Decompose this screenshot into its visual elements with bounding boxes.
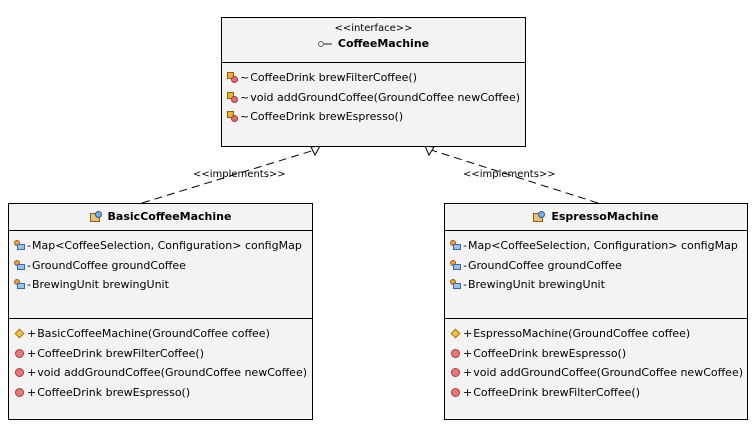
method-signature: CoffeeDrink brewFilterCoffee() [37, 346, 205, 360]
visibility: + [463, 346, 473, 360]
implements-label-basic: <<implements>> [193, 169, 286, 180]
constructor-icon [450, 328, 461, 339]
visibility: - [27, 239, 31, 253]
method-signature: void addGroundCoffee(GroundCoffee newCof… [250, 90, 521, 104]
field-icon [450, 259, 461, 271]
class-operations: + EspressoMachine(GroundCoffee coffee) +… [445, 319, 747, 402]
field-row[interactable]: - BrewingUnit brewingUnit [450, 275, 747, 295]
method-row[interactable]: ~ CoffeeDrink brewEspresso() [227, 107, 525, 127]
method-icon [14, 367, 25, 378]
class-espresso-machine[interactable]: EspressoMachine - Map<CoffeeSelection, C… [444, 203, 748, 420]
method-icon [14, 387, 25, 398]
field-row[interactable]: - BrewingUnit brewingUnit [14, 275, 312, 295]
implements-line-espresso [427, 148, 599, 204]
class-title: EspressoMachine [533, 209, 659, 225]
field-row[interactable]: - GroundCoffee groundCoffee [450, 256, 747, 276]
visibility: - [463, 239, 467, 253]
field-signature: BrewingUnit brewingUnit [31, 278, 169, 292]
method-row[interactable]: ~ void addGroundCoffee(GroundCoffee newC… [227, 88, 525, 108]
class-operations: + BasicCoffeeMachine(GroundCoffee coffee… [9, 319, 312, 402]
visibility: + [27, 327, 37, 341]
class-title: BasicCoffeeMachine [89, 209, 232, 225]
method-signature: void addGroundCoffee(GroundCoffee newCof… [473, 366, 744, 380]
field-row[interactable]: - Map<CoffeeSelection, Configuration> co… [450, 236, 747, 256]
visibility: + [27, 385, 37, 399]
field-icon [450, 279, 461, 290]
constructor-row[interactable]: + EspressoMachine(GroundCoffee coffee) [450, 324, 747, 344]
method-signature: CoffeeDrink brewEspresso() [473, 346, 627, 360]
class-name: BasicCoffeeMachine [107, 210, 232, 223]
class-basic-coffee-machine[interactable]: BasicCoffeeMachine - Map<CoffeeSelection… [8, 203, 313, 420]
method-signature: CoffeeDrink brewEspresso() [37, 385, 191, 399]
visibility: ~ [240, 90, 250, 104]
visibility: - [463, 258, 467, 272]
visibility: ~ [240, 110, 250, 124]
visibility: + [463, 385, 473, 399]
method-signature: void addGroundCoffee(GroundCoffee newCof… [37, 366, 308, 380]
class-icon [89, 211, 102, 223]
method-icon [450, 387, 461, 398]
method-icon [14, 348, 25, 359]
class-header: EspressoMachine [445, 204, 747, 231]
field-signature: Map<CoffeeSelection, Configuration> conf… [467, 239, 738, 253]
class-icon [533, 211, 546, 223]
constructor-signature: BasicCoffeeMachine(GroundCoffee coffee) [37, 327, 270, 341]
field-signature: Map<CoffeeSelection, Configuration> conf… [31, 239, 302, 253]
field-icon [14, 279, 25, 290]
field-signature: GroundCoffee groundCoffee [31, 258, 186, 272]
visibility: - [27, 278, 31, 292]
interface-stereotype: <<interface>> [334, 23, 413, 34]
method-row[interactable]: + CoffeeDrink brewFilterCoffee() [450, 383, 747, 403]
interface-header: <<interface>> CoffeeMachine [222, 18, 525, 63]
method-signature: CoffeeDrink brewEspresso() [250, 110, 404, 124]
visibility: + [27, 366, 37, 380]
method-row[interactable]: + CoffeeDrink brewFilterCoffee() [14, 344, 312, 364]
visibility: - [27, 258, 31, 272]
interface-methods: ~ CoffeeDrink brewFilterCoffee() ~ void … [222, 63, 525, 127]
method-row[interactable]: + void addGroundCoffee(GroundCoffee newC… [14, 363, 312, 383]
implements-label-espresso: <<implements>> [463, 169, 556, 180]
method-row[interactable]: ~ CoffeeDrink brewFilterCoffee() [227, 68, 525, 88]
method-signature: CoffeeDrink brewFilterCoffee() [250, 71, 418, 85]
method-icon [450, 367, 461, 378]
interface-icon [317, 40, 332, 48]
abstract-method-icon [227, 72, 238, 84]
constructor-row[interactable]: + BasicCoffeeMachine(GroundCoffee coffee… [14, 324, 312, 344]
visibility: + [463, 366, 473, 380]
interface-title: CoffeeMachine [317, 36, 430, 52]
method-row[interactable]: + CoffeeDrink brewEspresso() [450, 344, 747, 364]
abstract-method-icon [227, 91, 238, 103]
visibility: ~ [240, 71, 250, 85]
field-row[interactable]: - GroundCoffee groundCoffee [14, 256, 312, 276]
field-icon [450, 240, 461, 251]
method-icon [450, 348, 461, 359]
field-signature: GroundCoffee groundCoffee [467, 258, 622, 272]
constructor-signature: EspressoMachine(GroundCoffee coffee) [473, 327, 691, 341]
abstract-method-icon [227, 111, 238, 123]
interface-name: CoffeeMachine [337, 37, 430, 50]
field-icon [14, 259, 25, 271]
field-row[interactable]: - Map<CoffeeSelection, Configuration> co… [14, 236, 312, 256]
method-signature: CoffeeDrink brewFilterCoffee() [473, 385, 641, 399]
interface-coffee-machine[interactable]: <<interface>> CoffeeMachine ~ CoffeeDrin… [221, 17, 526, 147]
visibility: + [27, 346, 37, 360]
class-name: EspressoMachine [551, 210, 659, 223]
method-row[interactable]: + CoffeeDrink brewEspresso() [14, 383, 312, 403]
field-icon [14, 240, 25, 251]
implements-line-basic [141, 148, 319, 204]
implements-arrowhead-basic [310, 145, 321, 157]
class-header: BasicCoffeeMachine [9, 204, 312, 231]
class-fields: - Map<CoffeeSelection, Configuration> co… [9, 231, 312, 319]
visibility: + [463, 327, 473, 341]
method-row[interactable]: + void addGroundCoffee(GroundCoffee newC… [450, 363, 747, 383]
class-fields: - Map<CoffeeSelection, Configuration> co… [445, 231, 747, 319]
constructor-icon [14, 328, 25, 339]
field-signature: BrewingUnit brewingUnit [467, 278, 605, 292]
visibility: - [463, 278, 467, 292]
